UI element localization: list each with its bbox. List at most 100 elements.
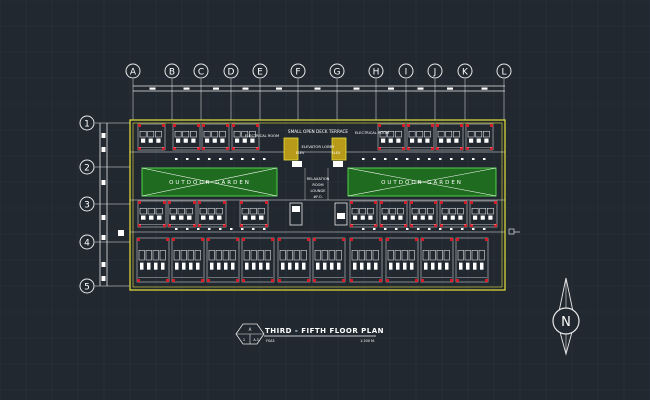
grid-label-row-2: 2: [84, 164, 90, 174]
dimension-mark: [101, 262, 106, 267]
unit-module: [379, 200, 408, 228]
dimension-lines: [99, 85, 505, 286]
corridor-mark: [439, 158, 442, 160]
unit-module: [406, 123, 435, 151]
corridor-mark: [175, 228, 178, 230]
grid-label-c: C: [198, 68, 204, 78]
grid-label-d: D: [228, 68, 235, 78]
unit-module: [172, 123, 201, 151]
garden-right: OUTDOOR GARDEN: [347, 167, 497, 197]
unit-module: [439, 200, 468, 228]
corridor-mark: [362, 228, 365, 230]
grid-label-l: L: [501, 68, 506, 78]
dimension-mark: [314, 87, 321, 90]
corridor-dots: [175, 158, 486, 230]
corridor-mark: [197, 158, 200, 160]
unit-module: [409, 200, 438, 228]
corridor-mark: [428, 158, 431, 160]
corridor-mark: [395, 228, 398, 230]
grid-bubble-d: D: [223, 63, 239, 120]
key-bottom-left: 1: [243, 338, 245, 342]
corridor-mark: [395, 158, 398, 160]
unit-module: [241, 237, 275, 283]
grid-bubble-row-2: 2: [79, 159, 130, 175]
plan-scale: 1:200 M.: [360, 339, 375, 343]
row-grid: 1 2 3 4 5: [79, 115, 130, 294]
grid-bubble-f: F: [290, 63, 306, 120]
grid-label-row-5: 5: [84, 283, 90, 293]
terrace-label: SMALL OPEN DECK TERRACE: [288, 129, 349, 134]
corridor-mark: [197, 228, 200, 230]
corridor-mark: [230, 228, 233, 230]
sub-label: FSA3: [266, 339, 275, 343]
corridor-mark: [483, 228, 486, 230]
unit-module: [231, 123, 260, 151]
core-area: [283, 137, 348, 226]
dimension-mark: [481, 87, 488, 90]
unit-module: [312, 237, 346, 283]
elevator-left-label: ELEV: [296, 151, 305, 155]
relaxation-room-label: RELAXATION ROOM LOUNGE #F.O.: [307, 177, 330, 199]
corridor-mark: [252, 158, 255, 160]
corridor-mark: [241, 158, 244, 160]
key-top: A: [249, 327, 252, 332]
grid-bubble-k: K: [457, 63, 473, 120]
unit-modules: [136, 123, 498, 283]
dimension-mark: [101, 147, 106, 152]
corridor-mark: [439, 228, 442, 230]
corridor-mark: [252, 228, 255, 230]
corridor-mark: [208, 228, 211, 230]
corridor-mark: [373, 158, 376, 160]
relaxation-line-2: ROOM: [312, 183, 323, 187]
north-letter: N: [561, 315, 571, 330]
grid-label-row-4: 4: [84, 239, 90, 249]
grid-label-row-3: 3: [84, 201, 90, 211]
dimension-mark: [149, 87, 156, 90]
corridor-mark: [175, 158, 178, 160]
dimension-mark: [276, 87, 282, 90]
plan-title: THIRD - FIFTH FLOOR PLAN: [265, 327, 384, 335]
grid-label-g: G: [334, 68, 341, 78]
dimension-mark: [213, 87, 219, 90]
grid-label-h: H: [373, 68, 380, 78]
grid-label-e: E: [257, 68, 263, 78]
unit-module: [167, 200, 197, 228]
corridor-mark: [384, 158, 387, 160]
grid-bubble-g: G: [329, 63, 345, 120]
dimension-mark: [388, 87, 394, 90]
building-outline: [129, 119, 506, 291]
dimension-mark: [242, 87, 249, 90]
dimension-mark: [447, 87, 453, 90]
unit-module: [239, 200, 269, 228]
unit-module: [465, 123, 494, 151]
title-block: A 1 A-3 THIRD - FIFTH FLOOR PLAN FSA3 1:…: [235, 323, 384, 345]
corridor-mark: [208, 158, 211, 160]
side-markers: [118, 228, 520, 236]
unit-module: [201, 123, 230, 151]
grid-label-j: J: [433, 68, 437, 78]
grid-bubble-i: I: [398, 63, 414, 120]
unit-module: [455, 237, 489, 283]
corridor-mark: [428, 228, 431, 230]
dimension-mark: [101, 133, 106, 138]
elevator-right-label: ELEV: [332, 151, 341, 155]
unit-module: [136, 237, 170, 283]
relaxation-line-3: LOUNGE: [310, 189, 326, 193]
dimension-ticks: [101, 87, 488, 281]
dimension-mark: [183, 87, 190, 90]
corridor-mark: [483, 158, 486, 160]
dimension-mark: [101, 180, 106, 185]
corridor-mark: [263, 158, 266, 160]
corridor-mark: [417, 158, 420, 160]
dimension-mark: [101, 235, 106, 240]
grid-label-row-1: 1: [84, 120, 90, 130]
corridor-mark: [362, 158, 365, 160]
relaxation-line-4: #F.O.: [313, 195, 322, 199]
elevator-lobby-label: ELEVATOR LOBBY: [301, 144, 335, 149]
grid-bubble-row-1: 1: [79, 115, 130, 131]
unit-module: [377, 123, 406, 151]
corridor-mark: [417, 228, 420, 230]
relaxation-line-1: RELAXATION: [307, 177, 330, 181]
unit-module: [171, 237, 205, 283]
garden-right-label: OUTDOOR GARDEN: [381, 180, 463, 186]
